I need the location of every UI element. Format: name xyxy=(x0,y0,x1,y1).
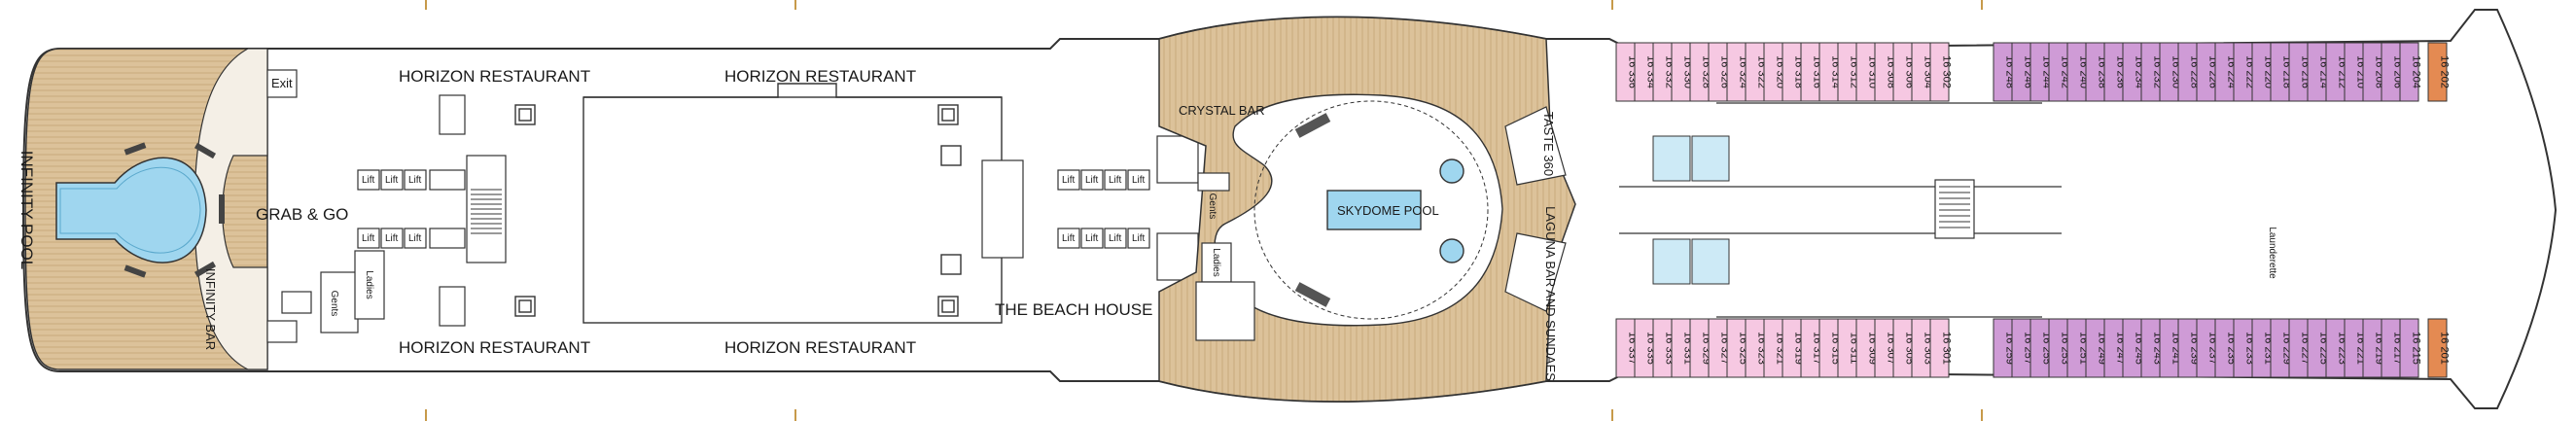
grab-and-go-label: GRAB & GO xyxy=(256,205,348,224)
lift-sign: Lift xyxy=(1085,175,1099,186)
skydome-pool-label: SKYDOME POOL xyxy=(1337,203,1439,218)
cabin-number: 16 302 xyxy=(1941,55,1953,88)
forward-stairs-treads xyxy=(1939,186,1970,228)
taste-360-bar xyxy=(1504,106,1567,186)
skydome-pool xyxy=(1326,190,1422,230)
infinity-pool xyxy=(55,157,207,263)
cabin-cell xyxy=(1929,42,1950,102)
horizon-restaurant-label: HORIZON RESTAURANT xyxy=(724,67,916,86)
lift-sign: Lift xyxy=(1109,233,1122,244)
lift-sign: Lift xyxy=(408,175,422,186)
crystal-bar-area xyxy=(1195,172,1255,341)
cabin-cell xyxy=(1929,318,1950,378)
laguna-bar xyxy=(1504,232,1567,312)
gents-sign: Gents xyxy=(1207,193,1217,220)
laguna-bar-label: LAGUNA BAR AND SUNDAES xyxy=(1543,206,1558,381)
lift-sign: Lift xyxy=(1062,175,1076,186)
pool-steps xyxy=(124,142,225,278)
whirlpool-icon xyxy=(1439,238,1464,263)
cabin-group-bottom-orange: 16 201 xyxy=(2427,318,2451,378)
aft-amenities xyxy=(266,69,385,343)
skydome-outline xyxy=(1253,100,1489,320)
lift-sign: Lift xyxy=(362,175,375,186)
cabin-cell xyxy=(2399,42,2419,102)
taste-360-label: TASTE 360 xyxy=(1541,112,1556,176)
cabin-number: 16 301 xyxy=(1941,332,1953,365)
cabin-number: 16 202 xyxy=(2439,55,2451,88)
infinity-bar-label: INFINITY BAR xyxy=(203,268,218,350)
crystal-bar-label: CRYSTAL BAR xyxy=(1179,103,1265,118)
launderette-sign: Launderette xyxy=(2267,227,2277,279)
cabin-number: 16 201 xyxy=(2439,332,2451,365)
aft-stair-lift-core xyxy=(357,94,507,327)
lift-sign: Lift xyxy=(1132,233,1146,244)
buffet-stations xyxy=(514,83,1003,324)
accessible-cabins xyxy=(1652,135,1730,285)
lift-sign: Lift xyxy=(385,233,399,244)
whirlpool-icon xyxy=(1439,158,1464,184)
cabin-cell xyxy=(2427,42,2448,102)
infinity-pool-label: INFINITY POOL xyxy=(18,151,36,270)
cabin-group-top-orange: 16 202 xyxy=(2427,42,2451,102)
lift-sign: Lift xyxy=(1062,233,1076,244)
exit-sign: Exit xyxy=(271,76,293,90)
lift-sign: Lift xyxy=(408,233,422,244)
forward-stair-lift-core xyxy=(981,135,1199,281)
lift-sign: Lift xyxy=(362,233,375,244)
corridor xyxy=(1619,102,2062,318)
lift-sign: Lift xyxy=(1109,175,1122,186)
cabin-cell xyxy=(2427,318,2448,378)
cabin-number: 16 215 xyxy=(2411,332,2422,365)
ladies-sign: Ladies xyxy=(1211,248,1221,276)
horizon-restaurant-label: HORIZON RESTAURANT xyxy=(724,338,916,357)
gents-sign: Gents xyxy=(329,291,339,317)
frame-ticks xyxy=(425,0,1983,421)
cabin-cell xyxy=(2399,318,2419,378)
lift-sign: Lift xyxy=(385,175,399,186)
cabin-number: 16 204 xyxy=(2411,55,2422,88)
ladies-sign: Ladies xyxy=(364,270,374,298)
horizon-restaurant-label: HORIZON RESTAURANT xyxy=(399,67,590,86)
aft-stairs-treads xyxy=(471,189,502,234)
horizon-restaurant-label: HORIZON RESTAURANT xyxy=(399,338,590,357)
lift-sign: Lift xyxy=(1085,233,1099,244)
lift-sign: Lift xyxy=(1132,175,1146,186)
beach-house-label: THE BEACH HOUSE xyxy=(995,300,1152,319)
